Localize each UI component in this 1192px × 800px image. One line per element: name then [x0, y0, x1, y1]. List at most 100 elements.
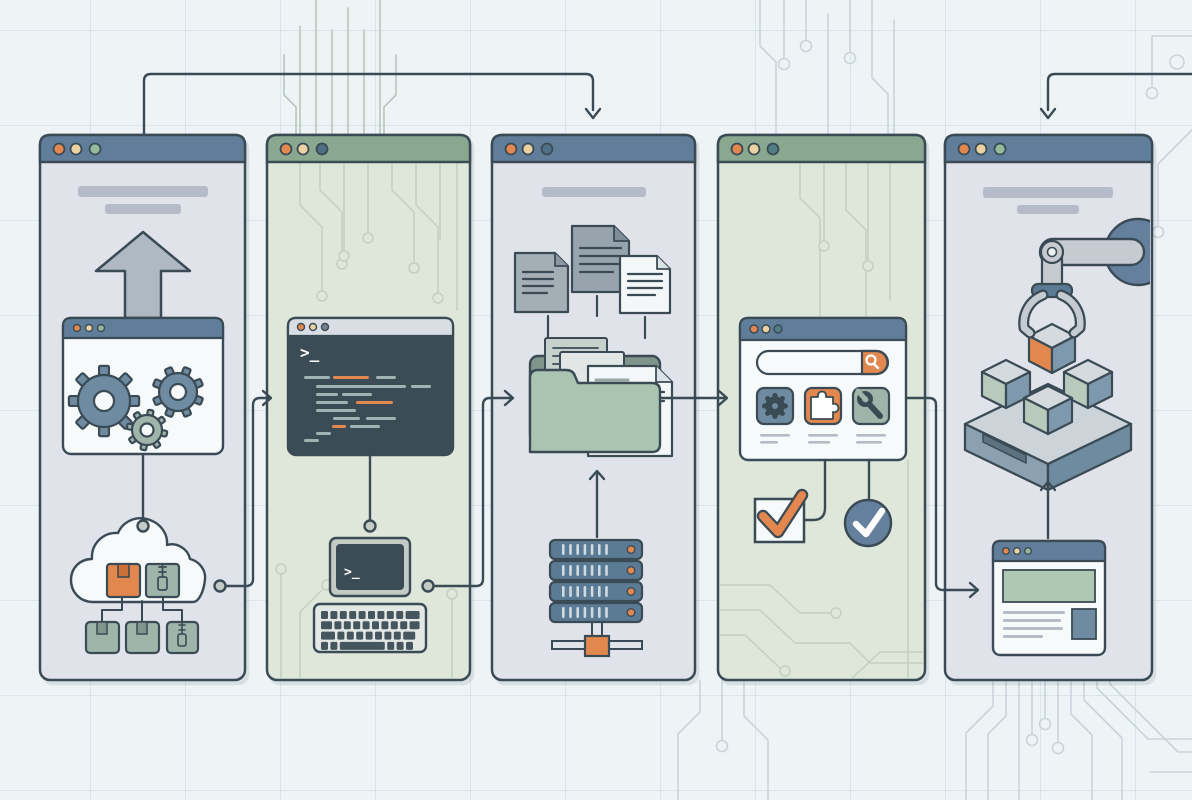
wrench-icon-head — [857, 391, 873, 407]
platform-with-cubes — [963, 358, 1133, 492]
dot-icon — [72, 323, 82, 333]
server-slab — [548, 538, 644, 561]
stage-panel-5 — [943, 133, 1154, 682]
server-vent-slit — [562, 586, 565, 597]
server-vent-slit — [583, 607, 587, 618]
server-vents-leds — [562, 544, 636, 618]
document-fold — [656, 256, 670, 270]
code-line — [411, 385, 431, 388]
gear-medium-icon — [152, 366, 204, 418]
dot-icon — [749, 324, 759, 334]
close-dot-icon — [279, 142, 293, 156]
server-vent-slit — [598, 607, 601, 618]
zoom-dot-icon — [88, 142, 102, 156]
code-editor-window: >_ — [286, 316, 455, 457]
server-slab — [548, 601, 644, 624]
keyboard-key — [339, 641, 385, 650]
server-vent-slit — [590, 565, 594, 576]
keyboard-key — [346, 631, 354, 640]
document-lines — [626, 272, 664, 297]
connector-stage4-to-stage5 — [904, 396, 979, 592]
keyboard-key — [390, 621, 398, 630]
server-led — [626, 545, 636, 555]
dot-icon — [296, 322, 306, 332]
package-tree-lines — [101, 596, 183, 622]
search-icon-handle — [872, 362, 880, 370]
tile-caption-bars — [760, 434, 886, 444]
keyboard-key — [368, 611, 375, 619]
keyboard-key — [334, 621, 342, 630]
keyboard-key — [343, 621, 351, 630]
gear-hole — [139, 422, 155, 438]
code-line — [332, 425, 346, 428]
minimize-dot-icon — [747, 142, 761, 156]
stage2-titlebar — [265, 133, 472, 164]
cloud-packages — [69, 517, 207, 655]
stage-panel-4 — [716, 133, 927, 682]
dot-icon — [773, 324, 783, 334]
close-dot-icon — [730, 142, 744, 156]
document-lines — [521, 270, 555, 295]
stage-panel-1 — [38, 133, 247, 682]
package-flap — [96, 621, 108, 635]
dot-icon — [761, 324, 771, 334]
background-circuit-decor — [677, 0, 1192, 800]
server-vent-slit — [583, 586, 587, 597]
keyboard-key — [387, 641, 395, 650]
zoom-dot-icon — [540, 142, 554, 156]
server-vent-slit — [562, 544, 565, 555]
placeholder-text-bar — [983, 187, 1113, 198]
keyboard-key — [375, 631, 382, 640]
server-led — [626, 566, 636, 576]
keyboard-key — [396, 641, 404, 650]
held-cube-icon — [1027, 322, 1077, 375]
mini-browser-window — [991, 539, 1107, 657]
code-line — [366, 417, 396, 420]
stage3-titlebar — [490, 133, 697, 164]
server-vent-slit — [576, 565, 579, 576]
connector-node — [136, 519, 150, 533]
server-vent-slit — [590, 586, 594, 597]
cube-icon — [1022, 384, 1074, 436]
placeholder-text-bar — [105, 204, 181, 214]
stage-panel-3 — [490, 133, 697, 682]
arrowhead-right-icon — [968, 581, 980, 599]
connector-node — [421, 579, 435, 593]
server-vent-slit — [576, 586, 579, 597]
robot-joint-pin — [1046, 246, 1058, 258]
arrowhead-right-icon — [717, 389, 729, 407]
stage4-circuit — [720, 162, 923, 678]
server-vent-slit — [590, 607, 594, 618]
document-icon — [513, 251, 570, 314]
circle-check-icon — [843, 498, 893, 548]
keyboard-key — [321, 621, 332, 630]
zipper-teeth — [158, 563, 167, 578]
document-icon — [618, 254, 672, 315]
server-vent-slit — [590, 544, 594, 555]
folder-front — [528, 368, 662, 454]
server-slab — [548, 580, 644, 603]
zoom-dot-icon — [993, 142, 1007, 156]
dot-icon — [308, 322, 318, 332]
laptop-terminal: >_ — [312, 536, 428, 654]
stage5-titlebar — [943, 133, 1154, 164]
zipper-teeth — [178, 621, 186, 635]
server-vent-slit — [576, 544, 579, 555]
keyboard-key — [321, 641, 328, 650]
keyboard-key — [409, 621, 420, 630]
zoom-dot-icon — [315, 142, 329, 156]
gears-window-titlebar — [61, 316, 225, 340]
zipper-pull — [177, 633, 187, 647]
dot-icon — [320, 322, 330, 332]
mini-text-bars — [1003, 611, 1065, 638]
code-line — [304, 376, 330, 379]
code-line — [304, 439, 319, 442]
package-flap — [136, 621, 148, 635]
server-vent-slit — [569, 544, 572, 555]
background-circuit-above-stage2 — [283, 0, 397, 136]
server-vent-slit — [569, 607, 572, 618]
keyboard-key — [384, 631, 392, 640]
keyboard-key — [396, 611, 404, 619]
server-vent-slit — [569, 586, 572, 597]
code-line — [316, 385, 406, 388]
